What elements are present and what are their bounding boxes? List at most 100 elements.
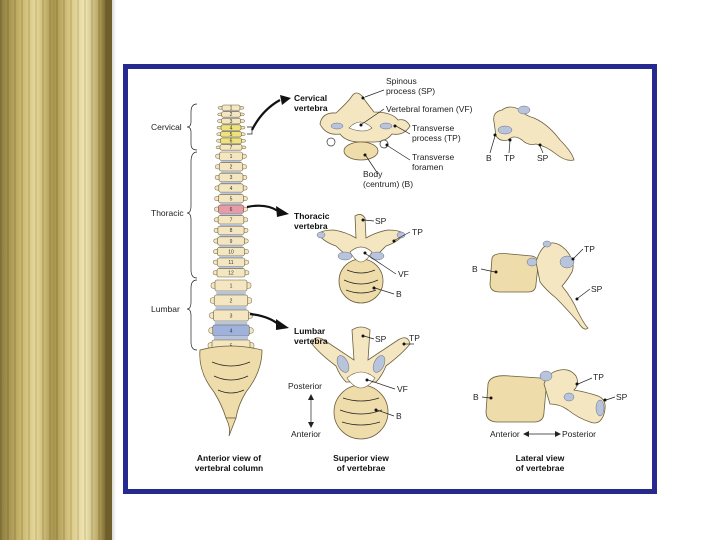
caption-superior-line1: Superior view [333, 453, 389, 463]
cervical-facet-left [330, 122, 344, 130]
thoracic-vertebra-number: 3 [230, 175, 233, 181]
cervical-vertebra-number: 2 [230, 112, 233, 118]
vertebral-column: 123456712345678910111212345 [199, 104, 263, 437]
thoracic-vertebra-number: 4 [230, 186, 233, 192]
thoracic-disc [219, 266, 243, 269]
thoracic-disc [221, 160, 241, 163]
lateral-anterior-label: Anterior [490, 429, 520, 439]
thoracic-vf-label: VF [398, 269, 409, 279]
thoracic-facet-right [369, 251, 385, 261]
thoracic-disc [220, 202, 242, 205]
thoracic-vertebra-number: 1 [230, 154, 233, 160]
thoracic-facet-left [337, 251, 353, 261]
cervical-lateral-leaders [489, 133, 544, 154]
cervical-callout-box [247, 126, 253, 135]
thoracic-disc [220, 192, 242, 195]
lumbar-sp-label: SP [375, 334, 387, 344]
thoracic-vertebra-number: 6 [230, 207, 233, 213]
cervical-lateral-b: B [486, 153, 492, 163]
cervical-transverse-foramen-left [326, 137, 336, 147]
body-label-2: (centrum) (B) [363, 179, 413, 189]
thoracic-vertebra-number: 11 [228, 260, 233, 266]
thoracic-b-label: B [396, 289, 402, 299]
lateral-posterior-label: Posterior [562, 429, 596, 439]
transverse-process-label: Transverse [412, 123, 454, 133]
cervical-facet-right [379, 122, 393, 130]
lumbar-lateral-sp: SP [616, 392, 628, 402]
lumbar-vertebral-foramen [346, 371, 376, 389]
lumbar-arrowhead [276, 319, 289, 330]
thoracic-vertebra-number: 12 [228, 271, 234, 277]
lumbar-lateral-tp: TP [593, 372, 604, 382]
caption-superior-line2: of vertebrae [337, 463, 386, 473]
lateral-direction-arrow [523, 431, 561, 437]
cervical-lateral-facet [497, 125, 513, 135]
thoracic-vertebra-number: 9 [230, 239, 233, 245]
lumbar-disc [215, 306, 247, 310]
lumbar-vertebra-number: 4 [230, 328, 233, 334]
thoracic-lateral-costal-facet [559, 255, 575, 269]
thoracic-leader-lines [361, 218, 411, 295]
cervical-vertebral-foramen [348, 121, 373, 132]
thoracic-region-label: Thoracic [151, 208, 184, 218]
lumbar-facet-right [372, 355, 386, 373]
thoracic-costal-facet-left [316, 231, 326, 239]
thoracic-tp-label: TP [412, 227, 423, 237]
lumbar-body-texture [339, 397, 383, 426]
thoracic-lateral-tp: TP [584, 244, 595, 254]
thoracic-lateral-sp: SP [591, 284, 603, 294]
lumbar-vertebra-title-2: vertebra [294, 336, 328, 346]
cervical-vertebra-number: 4 [230, 125, 233, 131]
coccyx [225, 417, 237, 437]
thoracic-disc [220, 181, 242, 184]
lumbar-lateral-view [485, 369, 606, 424]
cervical-callout-arrow [251, 99, 281, 131]
thoracic-lateral-body-facet [526, 257, 538, 267]
body-label: Body [363, 169, 383, 179]
lumbar-lateral-sp-tip [595, 399, 605, 417]
thoracic-vertebra-10 [217, 247, 245, 257]
lumbar-lateral-facet-inf [563, 392, 575, 402]
cervical-lateral-tp: TP [504, 153, 515, 163]
cervical-vertebra-7 [219, 144, 243, 151]
sacrum [199, 345, 263, 419]
cervical-superior-view [319, 92, 411, 161]
lumbar-tp-label: TP [409, 333, 420, 343]
thoracic-lateral-facet-top [542, 240, 552, 248]
lumbar-vertebra-number: 3 [230, 313, 233, 319]
cervical-disc [222, 130, 240, 132]
thoracic-vertebra-title-2: vertebra [294, 221, 328, 231]
lumbar-region-label: Lumbar [151, 304, 180, 314]
lumbar-callout-arrow [249, 312, 279, 325]
lumbar-vertebra-title: Lumbar [294, 326, 326, 336]
thoracic-vertebra-number: 5 [230, 196, 233, 202]
thoracic-vertebra-8 [217, 225, 245, 235]
thoracic-lateral-b: B [472, 264, 478, 274]
sacral-lines [211, 361, 251, 394]
cervical-lateral-sp: SP [537, 153, 549, 163]
lumbar-facet-left [336, 355, 350, 373]
cervical-arrowhead [280, 95, 291, 105]
thoracic-disc [219, 224, 243, 227]
thoracic-vertebral-foramen [349, 246, 373, 263]
cervical-vertebra-number: 1 [230, 106, 233, 112]
cervical-leader-lines [359, 89, 411, 175]
cervical-vertebra-title: Cervical [294, 93, 327, 103]
lumbar-b-label: B [396, 411, 402, 421]
thoracic-lateral-view [489, 240, 589, 330]
cervical-disc [223, 110, 239, 112]
thoracic-vertebra-number: 7 [230, 218, 233, 224]
thoracic-lateral-leaders [480, 248, 591, 301]
cervical-disc [223, 117, 239, 119]
thoracic-body-texture [343, 269, 379, 294]
thoracic-disc [220, 213, 242, 216]
decorative-side-band [0, 0, 112, 540]
transverse-foramen-label-2: foramen [412, 162, 443, 172]
cervical-region-label: Cervical [151, 122, 182, 132]
side-band-shadow [98, 0, 116, 540]
cervical-vertebra-3 [221, 117, 241, 125]
cervical-vertebra-number: 6 [230, 139, 233, 145]
thoracic-superior-view [316, 214, 406, 304]
lumbar-superior-view [311, 326, 411, 440]
